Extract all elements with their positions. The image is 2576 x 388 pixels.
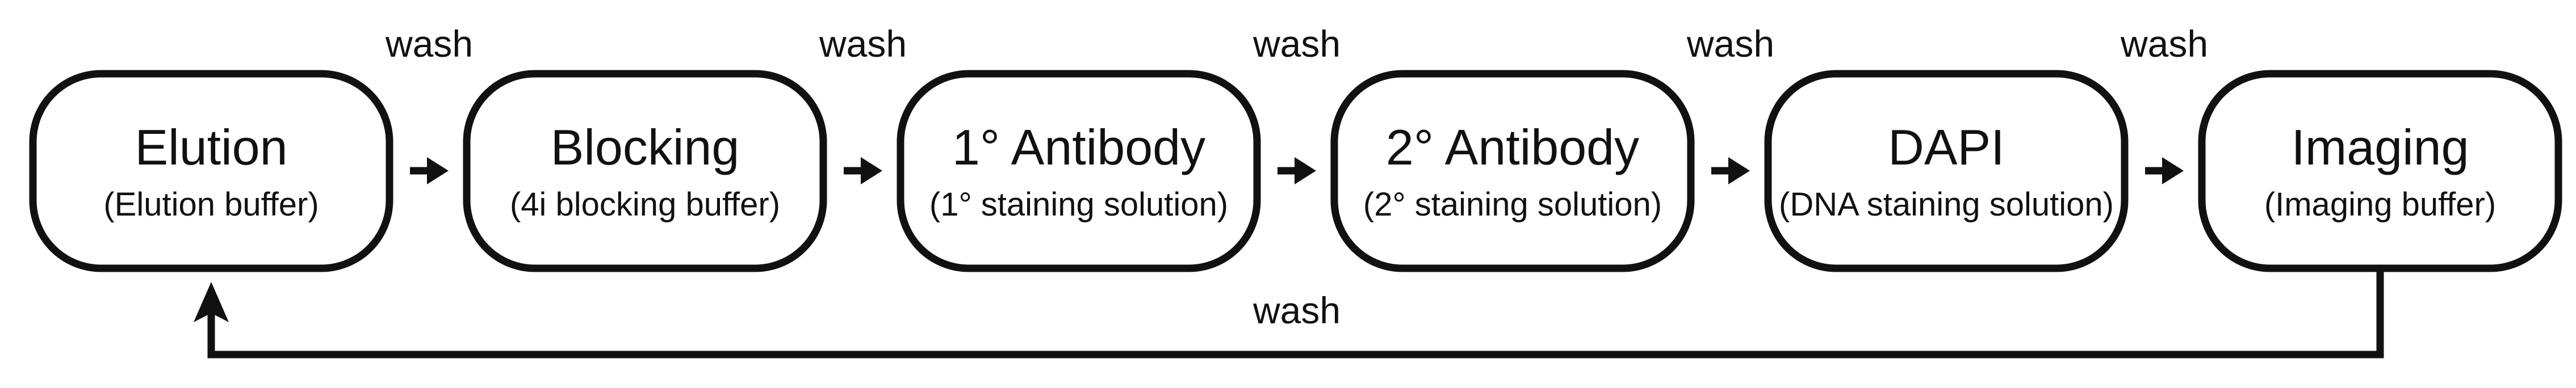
wash-label: wash	[1686, 23, 1774, 65]
step-subtitle: (2° staining solution)	[1363, 186, 1662, 223]
arrow-right-icon	[410, 157, 449, 184]
arrow-right-icon	[844, 157, 882, 184]
step-box-primary-antibody: 1° Antibody (1° staining solution)	[897, 70, 1261, 272]
step-subtitle: (Imaging buffer)	[2264, 186, 2496, 223]
step-subtitle: (Elution buffer)	[103, 186, 319, 223]
step-box-blocking: Blocking (4i blocking buffer)	[463, 70, 827, 272]
step-title: 2° Antibody	[1386, 119, 1639, 175]
step-title: Elution	[135, 119, 287, 175]
wash-label: wash	[385, 23, 473, 65]
step-subtitle: (DNA staining solution)	[1779, 186, 2114, 223]
step-title: 1° Antibody	[952, 119, 1205, 175]
arrow-right-icon	[1277, 157, 1316, 184]
wash-label: wash	[819, 23, 907, 65]
step-subtitle: (4i blocking buffer)	[510, 186, 780, 223]
wash-label: wash	[1253, 23, 1341, 65]
step-title: DAPI	[1888, 119, 2004, 175]
loop-arrow	[194, 272, 2384, 359]
arrow-right-icon	[1711, 157, 1750, 184]
loop-wash-label: wash	[1253, 289, 1341, 331]
step-box-elution: Elution (Elution buffer)	[29, 70, 393, 272]
arrow-right-icon	[2145, 157, 2184, 184]
step-subtitle: (1° staining solution)	[929, 186, 1228, 223]
step-box-secondary-antibody: 2° Antibody (2° staining solution)	[1330, 70, 1695, 272]
step-box-imaging: Imaging (Imaging buffer)	[2198, 70, 2562, 272]
step-title: Blocking	[551, 119, 740, 175]
step-title: Imaging	[2291, 119, 2469, 175]
wash-label: wash	[2120, 23, 2208, 65]
step-box-dapi: DAPI (DNA staining solution)	[1764, 70, 2129, 272]
arrow-up-icon	[194, 282, 229, 322]
